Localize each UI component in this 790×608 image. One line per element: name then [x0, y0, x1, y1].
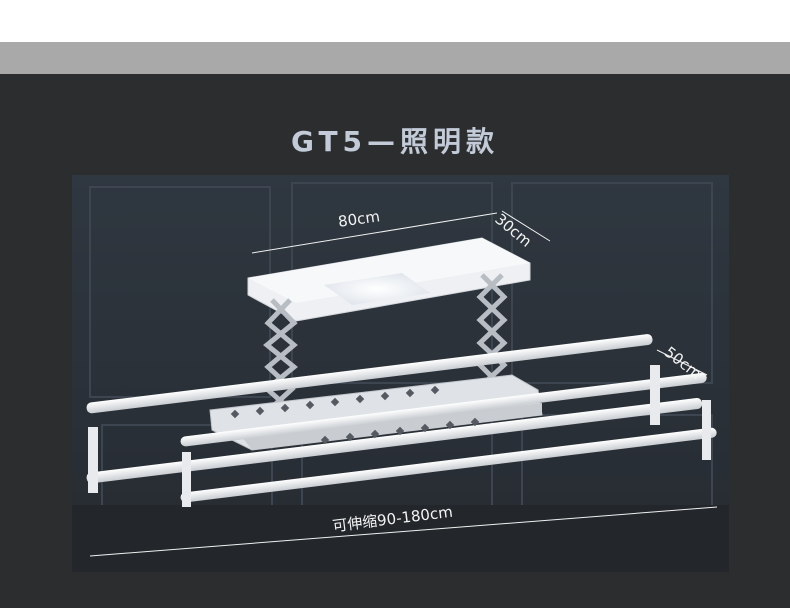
drying-frame [86, 334, 717, 507]
header-band [0, 42, 790, 74]
dimension-lines [89, 210, 718, 557]
floor-shadow [72, 505, 729, 572]
top-margin [0, 0, 790, 42]
frame-perforations [230, 385, 480, 445]
product-photo [72, 175, 729, 572]
ceiling-unit [247, 237, 531, 322]
scissor-arms [263, 273, 508, 413]
product-title: GT5—照明款 [290, 125, 500, 158]
